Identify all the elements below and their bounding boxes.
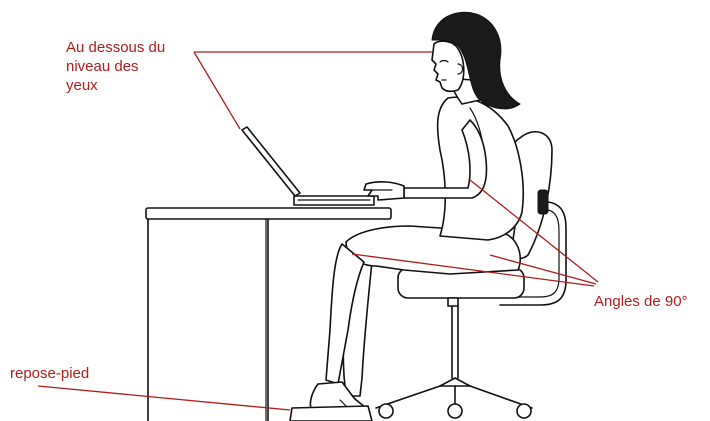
eye-level-label-line1: Au dessous du [66,39,165,56]
laptop [242,127,374,205]
angles-label: Angles de 90° [594,293,688,310]
footrest [290,406,372,421]
eye-level-leader [194,52,240,129]
footrest-label: repose-pied [10,365,89,382]
eye-level-label-line3: yeux [66,77,98,94]
eye-level-label-line2: niveau des [66,58,139,75]
footrest-leader [38,386,290,410]
